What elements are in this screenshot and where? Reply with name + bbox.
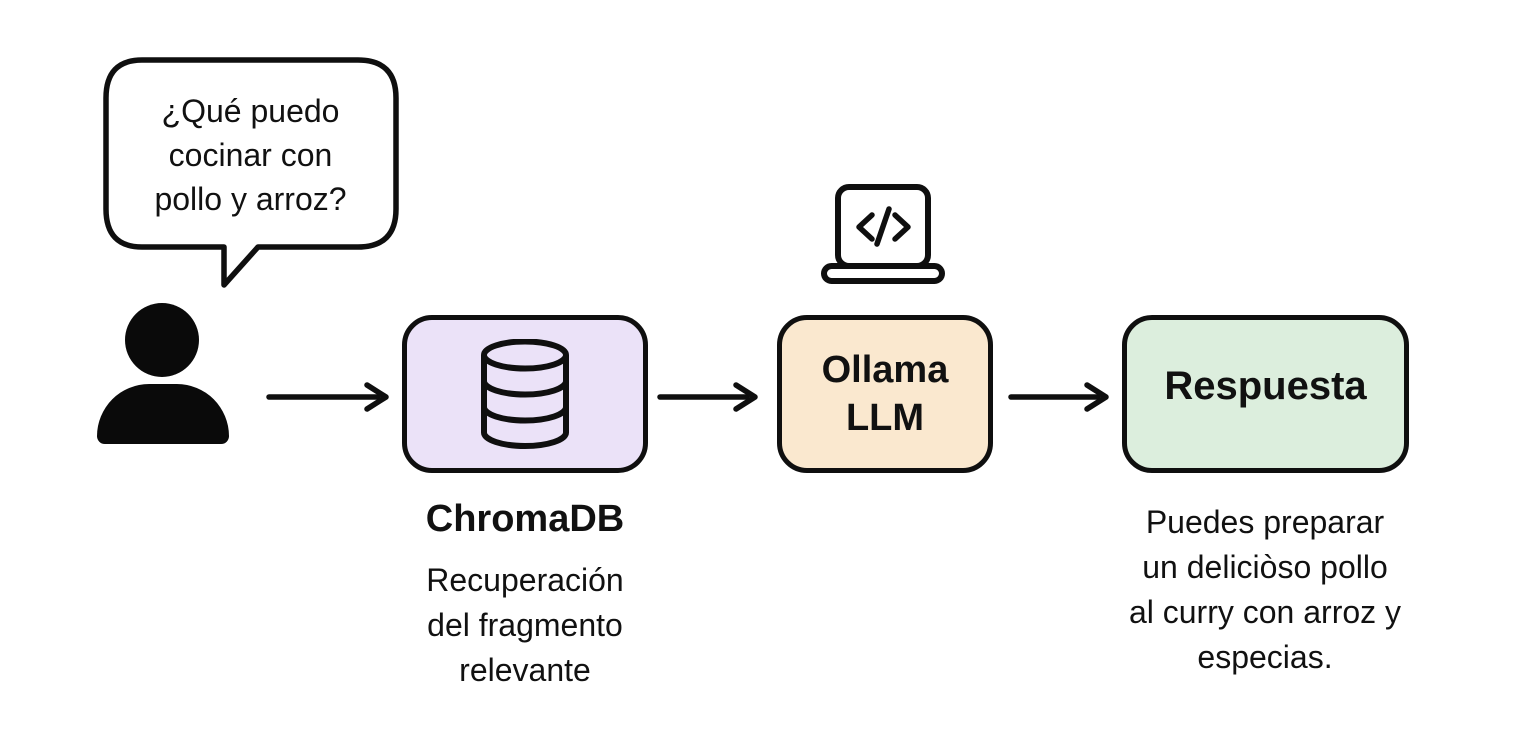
speech-bubble xyxy=(103,57,399,288)
respuesta-caption: Puedes preparar un deliciòso pollo al cu… xyxy=(1128,504,1402,675)
person-icon xyxy=(97,303,229,444)
chromadb-title: ChromaDB xyxy=(425,498,625,540)
person-body xyxy=(97,384,229,444)
arrow-right-icon xyxy=(657,382,758,412)
chromadb-caption: Recuperación del fragmento relevante xyxy=(426,562,624,688)
ollama-node: Ollama LLM xyxy=(777,315,993,473)
arrow-right-icon xyxy=(1008,382,1109,412)
laptop-code-icon xyxy=(821,184,945,284)
database-icon xyxy=(481,339,569,449)
respuesta-node: Respuesta xyxy=(1122,315,1409,473)
respuesta-label: Respuesta xyxy=(1164,364,1367,408)
ollama-label: Ollama LLM xyxy=(821,349,949,439)
chromadb-node xyxy=(402,315,648,473)
person-head xyxy=(125,303,199,377)
arrow-right-icon xyxy=(266,382,389,412)
speech-bubble-text: ¿Qué puedo cocinar con pollo y arroz? xyxy=(154,92,347,217)
